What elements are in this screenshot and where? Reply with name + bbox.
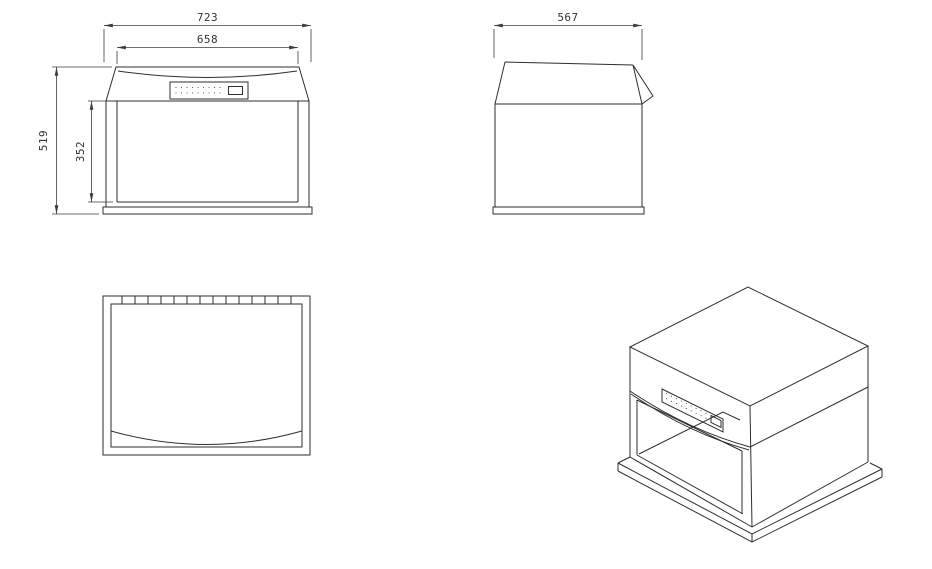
iso-panel-display	[710, 414, 722, 429]
dimension-label-front-overall-width: 723	[197, 11, 218, 24]
iso-hood-front-curve	[629, 390, 751, 448]
front-opening	[116, 101, 299, 203]
side-view-geometry	[492, 61, 654, 215]
front-hood-curve	[117, 70, 298, 78]
front-view-geometry	[102, 66, 313, 215]
side-view-dimensions: 567	[493, 11, 643, 60]
dimension-label-side-depth: 567	[557, 11, 578, 24]
front-panel-buttons	[175, 87, 222, 94]
side-left-edge	[494, 61, 506, 207]
dimension-side-depth: 567	[493, 11, 643, 60]
dimension-front-overall-height: 519	[37, 66, 112, 215]
front-base	[102, 206, 313, 215]
iso-control-panel	[661, 388, 724, 433]
extension-lines	[116, 51, 299, 64]
front-view: 723 658 519 352	[37, 11, 313, 215]
side-base	[492, 206, 645, 215]
front-panel-display	[228, 86, 243, 95]
front-control-panel	[169, 81, 249, 100]
dimension-front-overall-width: 723	[103, 11, 312, 62]
iso-hood-front-inner-curve	[630, 393, 750, 451]
dimension-label-front-opening-width: 658	[197, 33, 218, 46]
dimension-front-opening-width: 658	[116, 33, 299, 64]
plan-hood-front-curve	[110, 430, 303, 445]
iso-panel-button-row-2	[666, 398, 709, 420]
dimension-label-front-opening-height: 352	[74, 141, 87, 162]
iso-front-vertical-edge	[749, 405, 753, 528]
front-view-dimensions: 723 658 519 352	[37, 11, 312, 215]
extension-lines	[493, 29, 643, 60]
iso-bottom-left-edge	[629, 456, 753, 528]
iso-interior-floor-edges	[638, 411, 741, 455]
isometric-view-geometry	[617, 286, 883, 543]
plan-outer-outline	[102, 295, 311, 456]
extension-lines	[103, 29, 312, 62]
side-hood-top	[504, 61, 634, 66]
iso-bottom-right-edge	[751, 461, 869, 528]
iso-base-thickness	[617, 463, 883, 543]
side-view: 567	[492, 11, 654, 215]
plan-view	[102, 295, 311, 456]
extension-lines	[52, 66, 112, 215]
side-hood-flap	[632, 64, 654, 105]
plan-view-geometry	[102, 295, 311, 456]
front-hood-outline	[105, 66, 310, 102]
plan-lamp-tick-marks	[121, 296, 292, 304]
iso-panel-buttons	[666, 393, 709, 420]
dimension-label-front-overall-height: 519	[37, 130, 50, 151]
isometric-view	[617, 286, 883, 543]
dimension-front-opening-height: 352	[74, 100, 113, 203]
plan-inner-outline	[110, 303, 303, 448]
iso-opening-inner-frame	[636, 399, 744, 515]
iso-roof-face	[628, 286, 870, 407]
iso-base-top-edges	[617, 456, 883, 535]
front-body-sides	[105, 101, 310, 207]
iso-hood-seam-right-face	[749, 386, 869, 448]
iso-panel-button-row-1	[666, 393, 709, 415]
